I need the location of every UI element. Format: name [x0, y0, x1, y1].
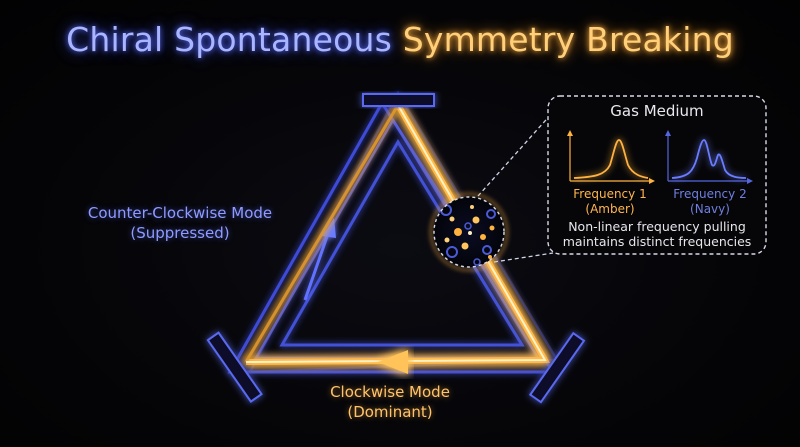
inset-description: Non-linear frequency pulling maintains d…: [548, 219, 766, 249]
cw-mode-status: (Dominant): [347, 403, 433, 421]
cw-mode-name: Clockwise Mode: [330, 383, 450, 401]
mirror-right-icon: [528, 331, 586, 404]
frequency-2-name: Frequency 2: [673, 187, 747, 201]
frequency-1-label: Frequency 1 (Amber): [560, 187, 660, 217]
frequency-1-color: (Amber): [585, 202, 635, 216]
inset-description-line2: maintains distinct frequencies: [562, 234, 752, 249]
ccw-mode-status: (Suppressed): [130, 224, 230, 242]
page-title: Chiral Spontaneous Symmetry Breaking: [0, 20, 800, 59]
title-part-symmetry: Symmetry Breaking: [402, 20, 734, 59]
cw-mode-label: Clockwise Mode (Dominant): [300, 382, 480, 422]
ccw-mode-name: Counter-Clockwise Mode: [87, 204, 273, 222]
spectrum-navy-plot: [665, 130, 753, 184]
inset-description-line1: Non-linear frequency pulling: [568, 219, 746, 234]
ccw-mode-label: Counter-Clockwise Mode (Suppressed): [80, 203, 280, 243]
mirror-top-icon: [362, 93, 435, 107]
callout-lines: [477, 111, 554, 263]
gas-medium-inset: [547, 95, 767, 255]
cw-arrow-icon: [378, 350, 408, 374]
spectrum-amber-plot: [567, 130, 655, 184]
gas-cell-icon: [429, 192, 509, 272]
inset-title: Gas Medium: [610, 102, 704, 120]
frequency-2-color: (Navy): [690, 202, 730, 216]
frequency-1-name: Frequency 1: [573, 187, 647, 201]
title-part-chiral: Chiral Spontaneous: [66, 20, 392, 59]
mirror-left-icon: [206, 331, 263, 403]
frequency-2-label: Frequency 2 (Navy): [660, 187, 760, 217]
